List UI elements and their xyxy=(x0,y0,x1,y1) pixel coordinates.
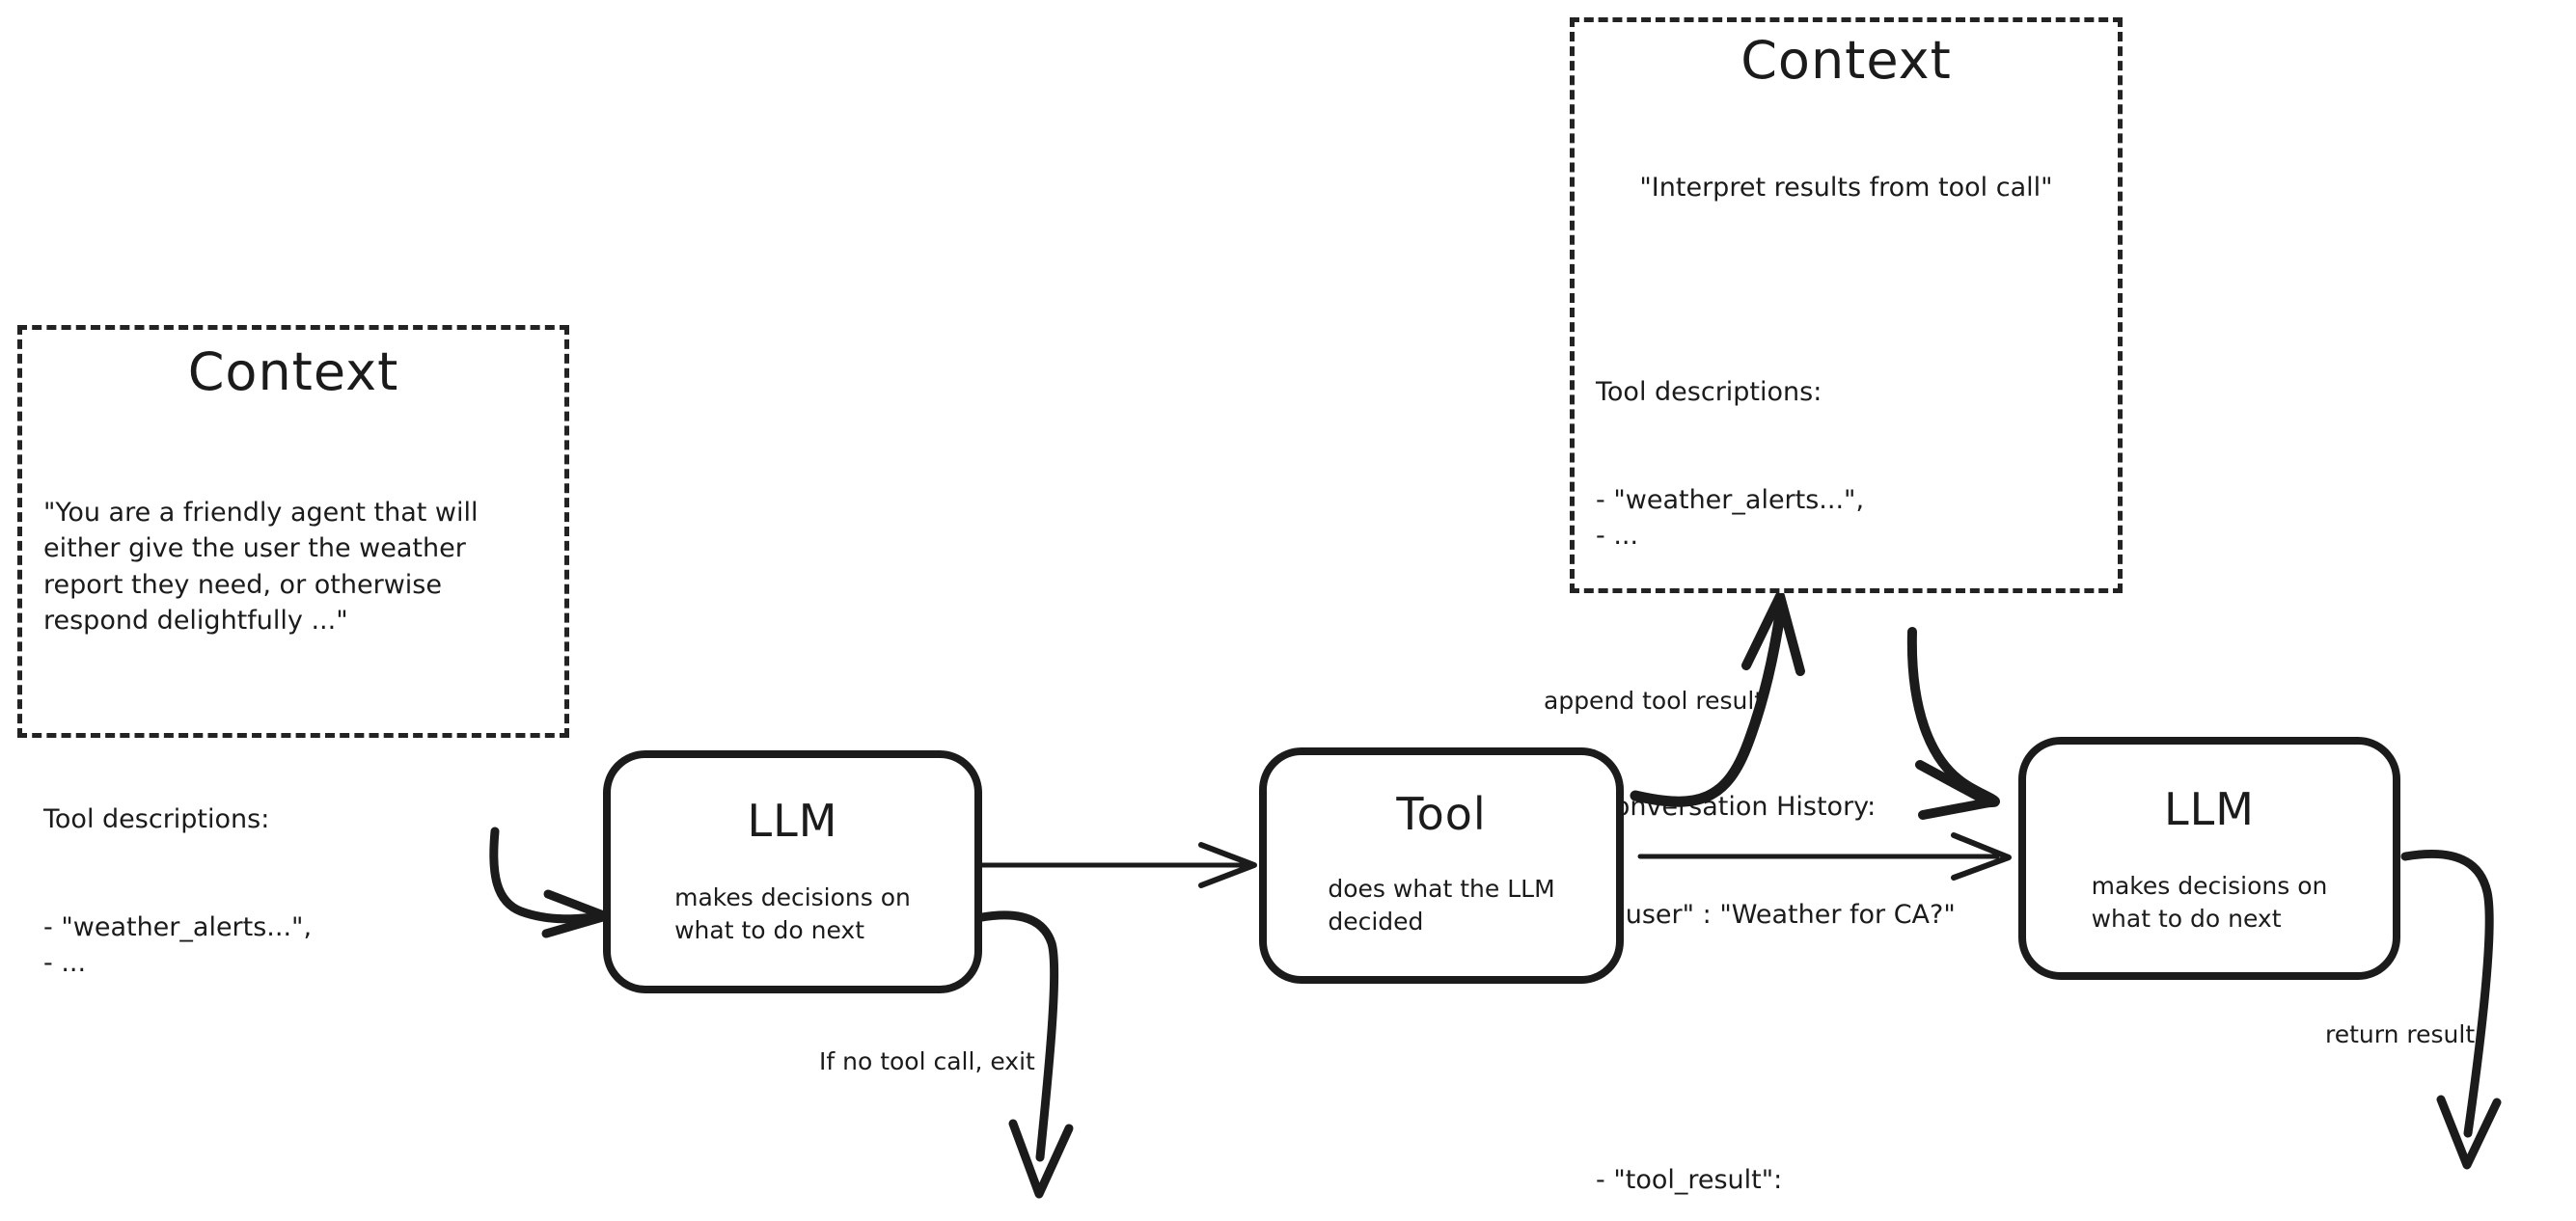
context-right-conversation-header: Conversation History: xyxy=(1596,792,1877,823)
context-box-right: Context "Interpret results from tool cal… xyxy=(1570,17,2123,1195)
context-left-title: Context xyxy=(187,341,399,402)
context-right-title: Context xyxy=(1740,30,1952,91)
arrow-return-result xyxy=(2400,849,2502,1170)
context-right-tool-descriptions-header: Tool descriptions: xyxy=(1596,377,1822,408)
node-llm-right[interactable]: LLM makes decisions on what to do next xyxy=(2018,737,2400,980)
node-llm-right-title: LLM xyxy=(2164,783,2255,835)
context-left-conversation-header: Conversation History: xyxy=(43,1216,543,1221)
context-right-conversation: Conversation History: - "user" : "Weathe… xyxy=(1596,718,2096,1005)
context-left-tool-descriptions-items: - "weather_alerts...", - ... xyxy=(43,911,313,979)
edge-label-return-result: return result xyxy=(2325,1020,2476,1048)
node-tool-title: Tool xyxy=(1396,788,1487,840)
node-tool[interactable]: Tool does what the LLM decided xyxy=(1259,747,1624,984)
arrow-llm-to-tool xyxy=(979,842,1257,888)
context-box-left: Context "You are a friendly agent that w… xyxy=(17,325,569,1221)
context-left-tool-descriptions: Tool descriptions: - "weather_alerts..."… xyxy=(43,730,543,1053)
node-llm-left[interactable]: LLM makes decisions on what to do next xyxy=(603,750,982,993)
context-right-body: "Interpret results from tool call" Tool … xyxy=(1596,98,2096,1221)
context-right-tool-result-label: - "tool_result": xyxy=(1596,1164,1783,1195)
context-right-system-prompt: "Interpret results from tool call" xyxy=(1639,173,2053,204)
context-right-tool-result: - "tool_result": { "state": "CA", [ { "r… xyxy=(1596,1082,2096,1221)
edge-label-append-tool-result: append tool result xyxy=(1544,687,1765,715)
context-left-tool-descriptions-header: Tool descriptions: xyxy=(43,804,270,835)
context-right-tool-descriptions: Tool descriptions: - "weather_alerts..."… xyxy=(1596,303,2096,626)
node-llm-right-subtitle: makes decisions on what to do next xyxy=(2091,872,2328,933)
node-tool-subtitle: does what the LLM decided xyxy=(1328,875,1555,936)
context-right-tool-descriptions-items: - "weather_alerts...", - ... xyxy=(1596,485,1865,552)
edge-label-exit: If no tool call, exit xyxy=(819,1047,1035,1075)
context-left-body: "You are a friendly agent that will eith… xyxy=(43,423,543,1221)
node-llm-left-subtitle: makes decisions on what to do next xyxy=(674,883,911,944)
context-left-system-prompt: "You are a friendly agent that will eith… xyxy=(43,498,487,636)
context-left-conversation: Conversation History: - "user" : "Weathe… xyxy=(43,1144,543,1221)
node-llm-left-title: LLM xyxy=(747,795,838,847)
